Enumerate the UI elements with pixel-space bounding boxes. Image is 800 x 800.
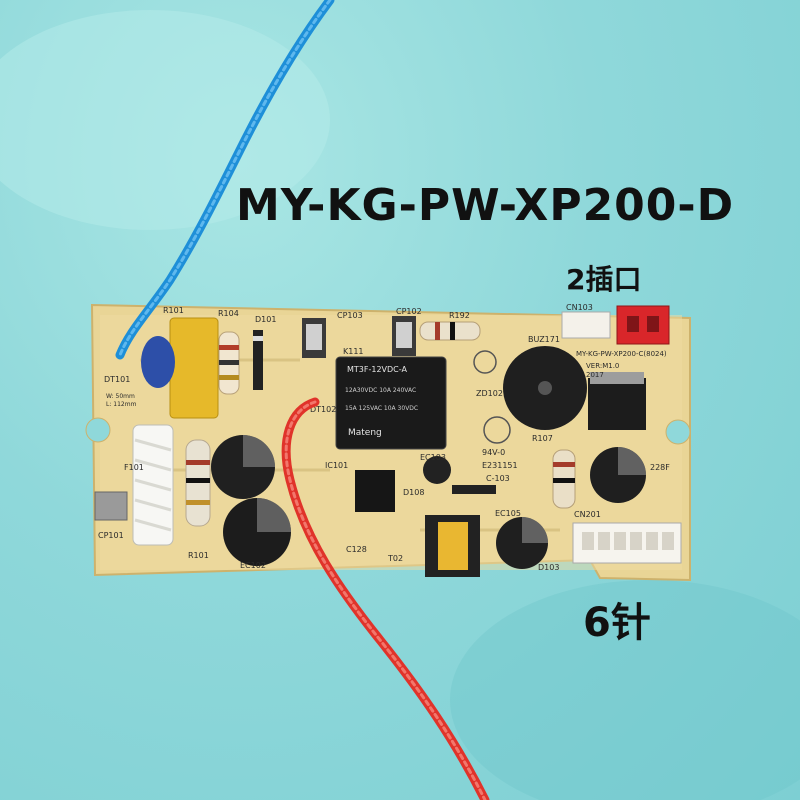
silk-ec105: EC105 — [495, 509, 521, 518]
silk-dt101: DT101 — [104, 375, 130, 384]
silk-pcb-label: MY-KG-PW-XP200-C(8024) — [576, 350, 667, 358]
relay: MT3F-12VDC-A 12A30VDC 10A 240VAC 15A 125… — [335, 356, 447, 450]
silk-zd102: ZD102 — [476, 389, 503, 398]
silk-r192: R192 — [449, 311, 470, 320]
silk-cp103: CP103 — [337, 311, 363, 320]
silk-cert2: C-103 — [486, 474, 510, 483]
silk-cn103: CN103 — [566, 303, 593, 312]
silk-228f: 228F — [650, 463, 670, 472]
electrolytic-capacitor — [423, 456, 451, 484]
silk-dt102: DT102 — [310, 405, 336, 414]
silk-version: VER:M1.0 — [586, 362, 619, 370]
ul-logo — [473, 350, 497, 374]
silk-fuse-spec-2: L: 112mm — [106, 401, 137, 408]
relay-model-text: MT3F-12VDC-A — [347, 365, 407, 374]
disc-capacitor — [141, 336, 175, 388]
relay-rating-2: 12A30VDC 10A 240VAC — [345, 387, 416, 394]
voltage-regulator — [588, 378, 646, 430]
mount-hole — [85, 417, 111, 443]
silk-year: 2017 — [586, 371, 604, 379]
silk-ul: 94V-0 — [482, 448, 505, 457]
model-title: MY-KG-PW-XP200-D — [236, 180, 735, 231]
relay-rating-3: 15A 125VAC 10A 30VDC — [345, 405, 418, 412]
red-2pin-connector — [616, 305, 670, 345]
silk-d108: D108 — [403, 488, 424, 497]
connector-6pin-label: 6针 — [583, 600, 651, 646]
silk-f101: F101 — [124, 463, 144, 472]
silk-d101: D101 — [255, 315, 276, 324]
silk-ec103: EC103 — [420, 453, 446, 462]
connector-2pin-label: 2插口 — [566, 263, 642, 296]
diode — [452, 485, 496, 494]
silk-cp101: CP101 — [98, 531, 124, 540]
silk-c128: C128 — [346, 545, 367, 554]
terminal-cp101 — [94, 491, 128, 521]
silk-d103: D103 — [538, 563, 559, 572]
silk-fuse-spec-1: W: 50mm — [106, 393, 135, 400]
silk-r107: R107 — [532, 434, 553, 443]
silk-k111: K111 — [343, 347, 364, 356]
silk-cn201: CN201 — [574, 510, 601, 519]
relay-brand: Mateng — [348, 428, 382, 438]
silk-ic101: IC101 — [325, 461, 348, 470]
silk-r101: R101 — [163, 306, 184, 315]
ic-chip — [355, 470, 395, 512]
cert-logo — [483, 416, 511, 444]
silk-r101-b: R101 — [188, 551, 209, 560]
silk-ec102: EC102 — [240, 561, 266, 570]
silk-cert: E231151 — [482, 461, 518, 470]
diode — [253, 330, 263, 390]
mount-hole — [665, 419, 691, 445]
silk-r104: R104 — [218, 309, 239, 318]
silk-buz171: BUZ171 — [528, 335, 560, 344]
white-6pin-connector — [572, 522, 682, 564]
silk-t02: T02 — [387, 554, 403, 563]
silk-cp102: CP102 — [396, 307, 422, 316]
connector-cn103 — [561, 311, 611, 339]
x-capacitor — [169, 317, 219, 419]
